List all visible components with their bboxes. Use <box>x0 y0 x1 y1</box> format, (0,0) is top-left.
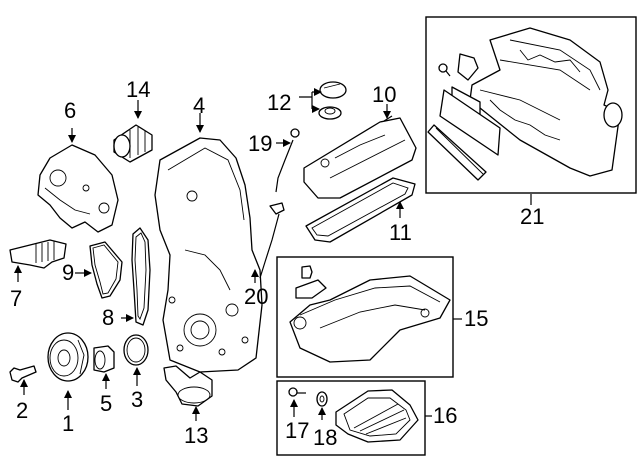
callout-4[interactable]: 4 <box>193 93 206 118</box>
callout-18[interactable]: 18 <box>313 425 338 450</box>
pulley-bolt-part <box>9 365 37 383</box>
callout-2[interactable]: 2 <box>16 398 29 423</box>
valve-cover-part <box>303 115 417 199</box>
leader-lines <box>14 88 532 421</box>
callout-8[interactable]: 8 <box>102 305 115 330</box>
oil-pickup-tube-part <box>163 365 213 407</box>
upper-oil-pan-part <box>289 265 451 363</box>
callout-3[interactable]: 3 <box>131 387 144 412</box>
crankshaft-pulley-part <box>47 332 89 382</box>
upper-oil-pan-group-box <box>276 256 454 378</box>
upper-timing-cover-part <box>37 144 119 233</box>
dipstick-part <box>275 128 300 193</box>
intake-manifold-group-box <box>425 16 637 194</box>
callout-21[interactable]: 21 <box>520 204 545 229</box>
callout-13[interactable]: 13 <box>184 423 209 448</box>
callout-9[interactable]: 9 <box>62 260 75 285</box>
callout-16[interactable]: 16 <box>433 403 458 428</box>
drain-plug-part <box>288 387 306 397</box>
lower-oil-pan-group-box <box>276 380 426 456</box>
oil-filler-cap-part <box>318 81 347 120</box>
oil-filter-part <box>113 124 153 163</box>
valve-cover-gasket-part <box>305 177 416 243</box>
callout-1[interactable]: 1 <box>62 411 75 436</box>
callout-14[interactable]: 14 <box>126 77 151 102</box>
chain-tensioner-part <box>9 239 67 269</box>
timing-cover-part <box>154 137 263 373</box>
callout-6[interactable]: 6 <box>64 98 77 123</box>
spacer-collar-part <box>93 345 115 373</box>
lower-oil-pan-part <box>335 389 419 443</box>
callout-15[interactable]: 15 <box>464 306 489 331</box>
callout-17[interactable]: 17 <box>285 418 310 443</box>
callout-5[interactable]: 5 <box>100 391 113 416</box>
balancer-chain-part <box>89 241 123 299</box>
callout-11[interactable]: 11 <box>389 220 412 245</box>
drain-plug-gasket-part <box>316 391 328 407</box>
callout-10[interactable]: 10 <box>372 82 397 107</box>
front-crank-seal-part <box>123 334 149 366</box>
dipstick-tube-part <box>259 202 285 279</box>
callout-12[interactable]: 12 <box>267 90 292 115</box>
callout-7[interactable]: 7 <box>10 286 23 311</box>
callout-19[interactable]: 19 <box>248 131 273 156</box>
timing-chain-part <box>131 227 151 326</box>
callout-20[interactable]: 20 <box>244 284 269 309</box>
intake-manifold-part <box>427 27 623 181</box>
